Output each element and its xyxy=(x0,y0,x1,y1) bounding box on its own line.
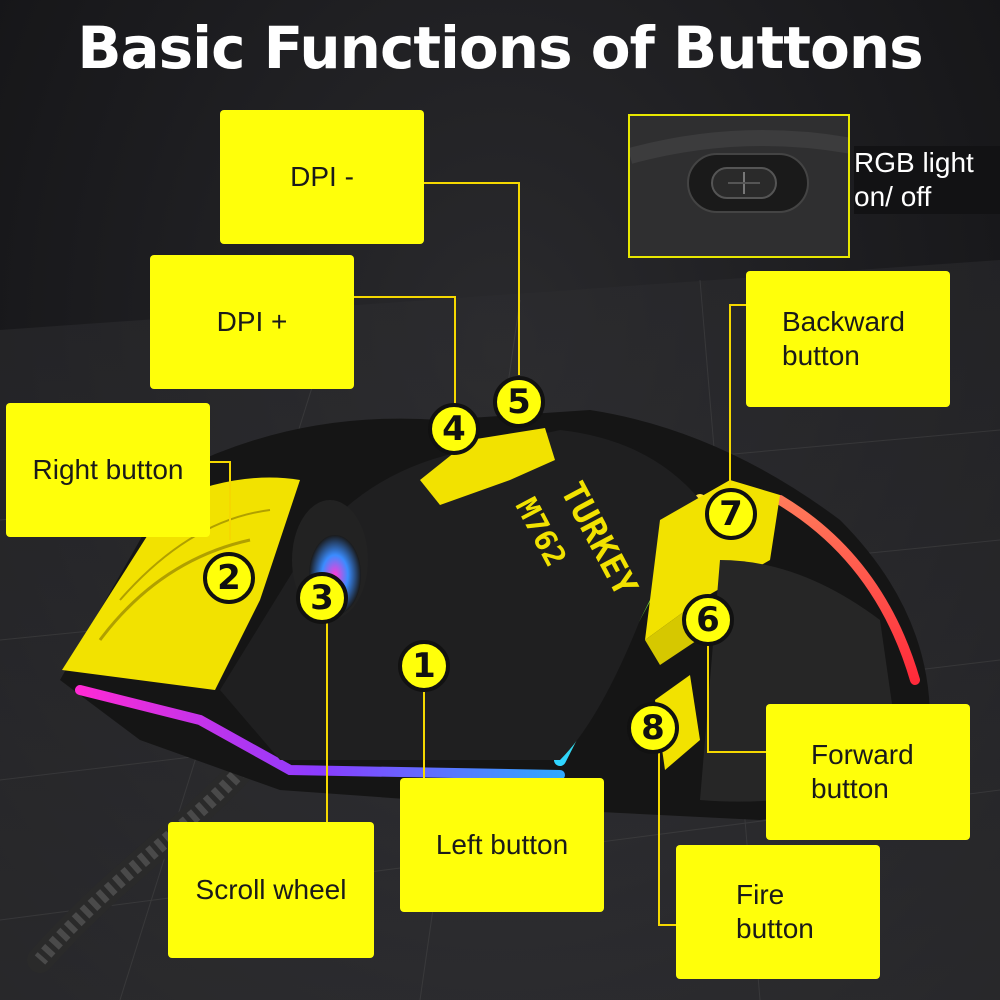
marker-3: 3 xyxy=(296,572,348,624)
callout-backward-button-label: Backward button xyxy=(782,306,905,371)
callout-forward-button: Forward button xyxy=(766,704,970,840)
marker-2: 2 xyxy=(203,552,255,604)
callout-right-button: Right button xyxy=(6,403,210,537)
rgb-switch-inset xyxy=(628,114,850,258)
marker-7: 7 xyxy=(705,488,757,540)
callout-left-button: Left button xyxy=(400,778,604,912)
callout-dpi-plus: DPI + xyxy=(150,255,354,389)
marker-6: 6 xyxy=(682,594,734,646)
callout-forward-button-label: Forward button xyxy=(811,739,914,804)
callout-dpi-minus: DPI - xyxy=(220,110,424,244)
callout-fire-button-label: Fire button xyxy=(736,879,814,944)
callout-scroll-wheel-label: Scroll wheel xyxy=(195,874,347,905)
marker-4: 4 xyxy=(428,403,480,455)
callout-scroll-wheel: Scroll wheel xyxy=(168,822,374,958)
marker-5: 5 xyxy=(493,376,545,428)
rgb-switch-icon xyxy=(630,116,848,256)
marker-1: 1 xyxy=(398,640,450,692)
callout-left-button-label: Left button xyxy=(435,829,569,860)
callout-right-button-label: Right button xyxy=(32,454,184,485)
callout-fire-button: Fire button xyxy=(676,845,880,979)
marker-8: 8 xyxy=(627,702,679,754)
callout-dpi-plus-label: DPI + xyxy=(216,306,288,337)
callout-dpi-minus-label: DPI - xyxy=(290,161,354,192)
callout-backward-button: Backward button xyxy=(746,271,950,407)
page-title: Basic Functions of Buttons xyxy=(77,14,923,82)
rgb-toggle-label: RGB light on/ off xyxy=(854,146,1000,214)
